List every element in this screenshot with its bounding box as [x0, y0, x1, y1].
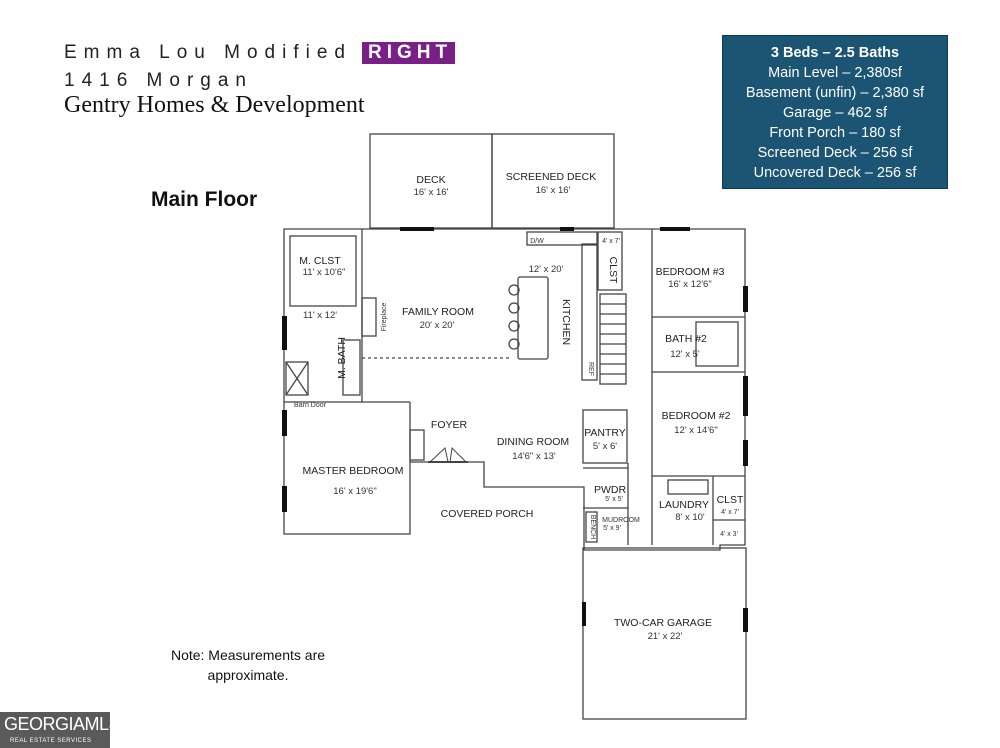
small-closet-dim: 4' x 3'	[720, 531, 738, 538]
garage-label: TWO-CAR GARAGE	[614, 617, 712, 629]
plan-name: Emma Lou Modified RIGHT	[64, 42, 456, 64]
laundry-label: LAUNDRY	[659, 499, 709, 511]
logo-name: GEORGIAMLS	[4, 714, 121, 734]
clst-upper-dim: 4' x 7'	[602, 238, 620, 245]
bedroom3-label: BEDROOM #3	[656, 266, 725, 278]
kitchen-dim: 12' x 20'	[529, 264, 564, 275]
barn-door-label: Barn Door	[294, 402, 327, 409]
summary-line-uncovered-deck: Uncovered Deck – 256 sf	[753, 165, 917, 181]
plan-name-text: Emma Lou Modified	[64, 42, 352, 63]
m-bath-label: M. BATH	[336, 337, 348, 379]
garage-dim: 21' x 22'	[648, 631, 683, 642]
kitchen-label: KITCHEN	[560, 299, 572, 345]
summary-line-basement: Basement (unfin) – 2,380 sf	[745, 85, 925, 101]
dining-room-label: DINING ROOM	[497, 436, 569, 448]
mudroom-label: MUDROOM	[602, 517, 640, 524]
floor-title: Main Floor	[151, 188, 258, 211]
orientation-badge: RIGHT	[361, 42, 456, 64]
bedroom2-dim: 12' x 14'6"	[674, 425, 717, 436]
m-clst-outline	[289, 235, 357, 307]
bath2-label: BATH #2	[665, 333, 707, 345]
mudroom-dim: 5' x 9'	[603, 525, 621, 532]
covered-porch-label: COVERED PORCH	[441, 508, 534, 520]
screened-deck-dim: 16' x 16'	[536, 185, 571, 196]
garage-outline	[582, 547, 747, 720]
pwdr-dim: 5' x 5'	[605, 496, 623, 503]
summary-line-garage: Garage – 462 sf	[783, 105, 887, 121]
clst-lower-dim: 4' x 7'	[721, 509, 739, 516]
summary-line-screened-deck: Screened Deck – 256 sf	[757, 145, 913, 161]
m-clst-label: M. CLST	[299, 255, 341, 267]
deck-dim: 16' x 16'	[414, 187, 449, 198]
logo-sub: REAL ESTATE SERVICES	[10, 738, 92, 744]
house-outline	[283, 228, 746, 551]
summary-line-front-porch: Front Porch – 180 sf	[769, 125, 901, 141]
laundry-dim: 8' x 10'	[675, 512, 705, 523]
deck-label: DECK	[416, 174, 445, 186]
summary-box: 3 Beds – 2.5 Baths Main Level – 2,380sf …	[722, 35, 948, 189]
georgia-mls-logo: GEORGIAMLS REAL ESTATE SERVICES	[0, 712, 121, 748]
address: 1416 Morgan	[64, 70, 253, 91]
family-room-dim: 20' x 20'	[420, 320, 455, 331]
builder-name: Gentry Homes & Development	[64, 92, 365, 118]
kitchen-island	[517, 276, 549, 360]
bath2-dim: 12' x 5'	[670, 349, 700, 360]
bench-label: BENCH	[589, 515, 596, 540]
pantry-dim: 5' x 6'	[593, 441, 617, 452]
pantry-label: PANTRY	[584, 427, 626, 439]
pwdr-label: PWDR	[594, 484, 626, 496]
master-bedroom-dim: 16' x 19'6"	[333, 486, 376, 497]
m-bath-dim: 11' x 12'	[303, 310, 337, 321]
clst-lower-label: CLST	[717, 494, 744, 506]
family-room-label: FAMILY ROOM	[402, 306, 474, 318]
screened-deck-label: SCREENED DECK	[506, 171, 596, 183]
ref-label: REF	[587, 362, 594, 376]
bedroom3-dim: 16' x 12'6"	[668, 279, 711, 290]
screened-deck-outline	[491, 133, 615, 229]
clst-upper-label: CLST	[607, 257, 619, 284]
summary-title: 3 Beds – 2.5 Baths	[770, 45, 900, 61]
dining-room-dim: 14'6" x 13'	[512, 451, 556, 462]
fireplace-label: Fireplace	[381, 303, 388, 332]
foyer-label: FOYER	[431, 419, 468, 431]
summary-line-main-level: Main Level – 2,380sf	[768, 65, 902, 81]
master-bedroom-label: MASTER BEDROOM	[303, 465, 404, 477]
measurement-note: Note: Measurements are approximate.	[170, 647, 326, 683]
bedroom2-label: BEDROOM #2	[662, 410, 731, 422]
m-clst-dim: 11' x 10'6"	[303, 267, 346, 278]
dw-label: D/W	[530, 238, 544, 245]
